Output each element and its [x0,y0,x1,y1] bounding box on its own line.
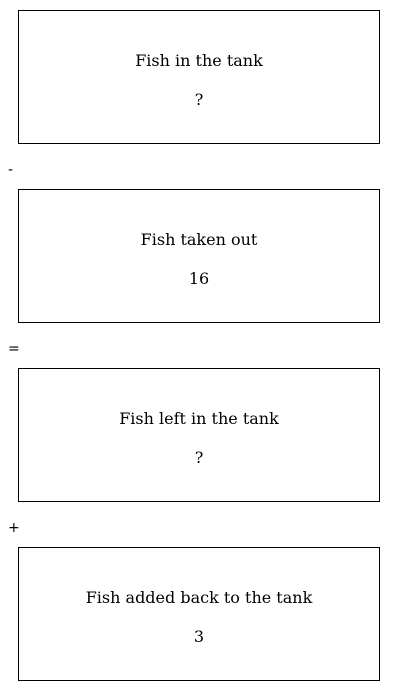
box-fish-added-back: Fish added back to the tank 3 [18,547,380,681]
box-label: Fish taken out [140,230,258,249]
box-value: ? [194,448,204,467]
equals-operator: = [8,341,20,357]
box-fish-taken-out: Fish taken out 16 [18,189,380,323]
plus-operator: + [8,520,20,536]
box-label: Fish in the tank [135,51,263,70]
box-fish-in-tank: Fish in the tank ? [18,10,380,144]
box-value: ? [194,90,204,109]
box-label: Fish left in the tank [119,409,279,428]
box-value: 16 [188,269,210,288]
minus-operator: - [8,162,14,178]
box-value: 3 [193,627,205,646]
box-fish-left-in-tank: Fish left in the tank ? [18,368,380,502]
box-label: Fish added back to the tank [85,588,313,607]
